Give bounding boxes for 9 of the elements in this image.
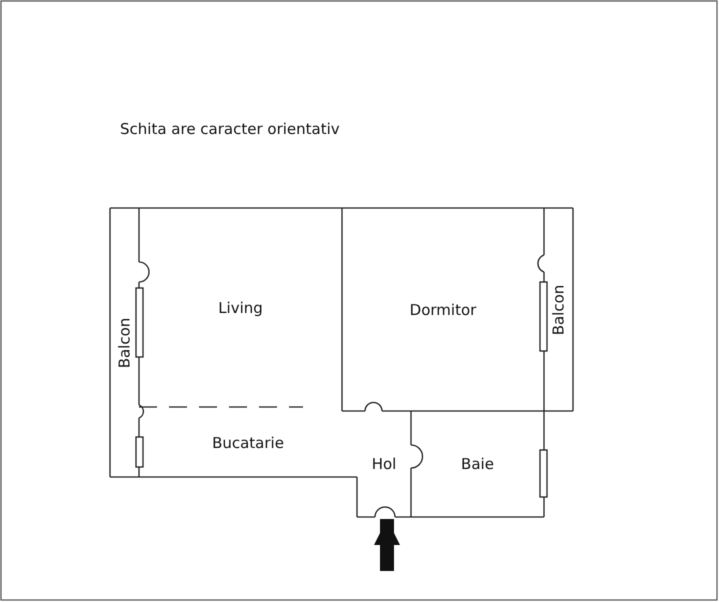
room-label: Balcon (116, 317, 134, 368)
room-label: Bucatarie (212, 434, 284, 452)
room-label: Balcon (550, 284, 568, 335)
room-label: Living (218, 298, 263, 316)
note-text: Schita are caracter orientativ (120, 120, 340, 138)
room-label: Baie (461, 455, 494, 473)
room-label: Dormitor (410, 300, 476, 318)
room-label: Hol (372, 455, 396, 473)
entrance-arrow (374, 519, 400, 571)
